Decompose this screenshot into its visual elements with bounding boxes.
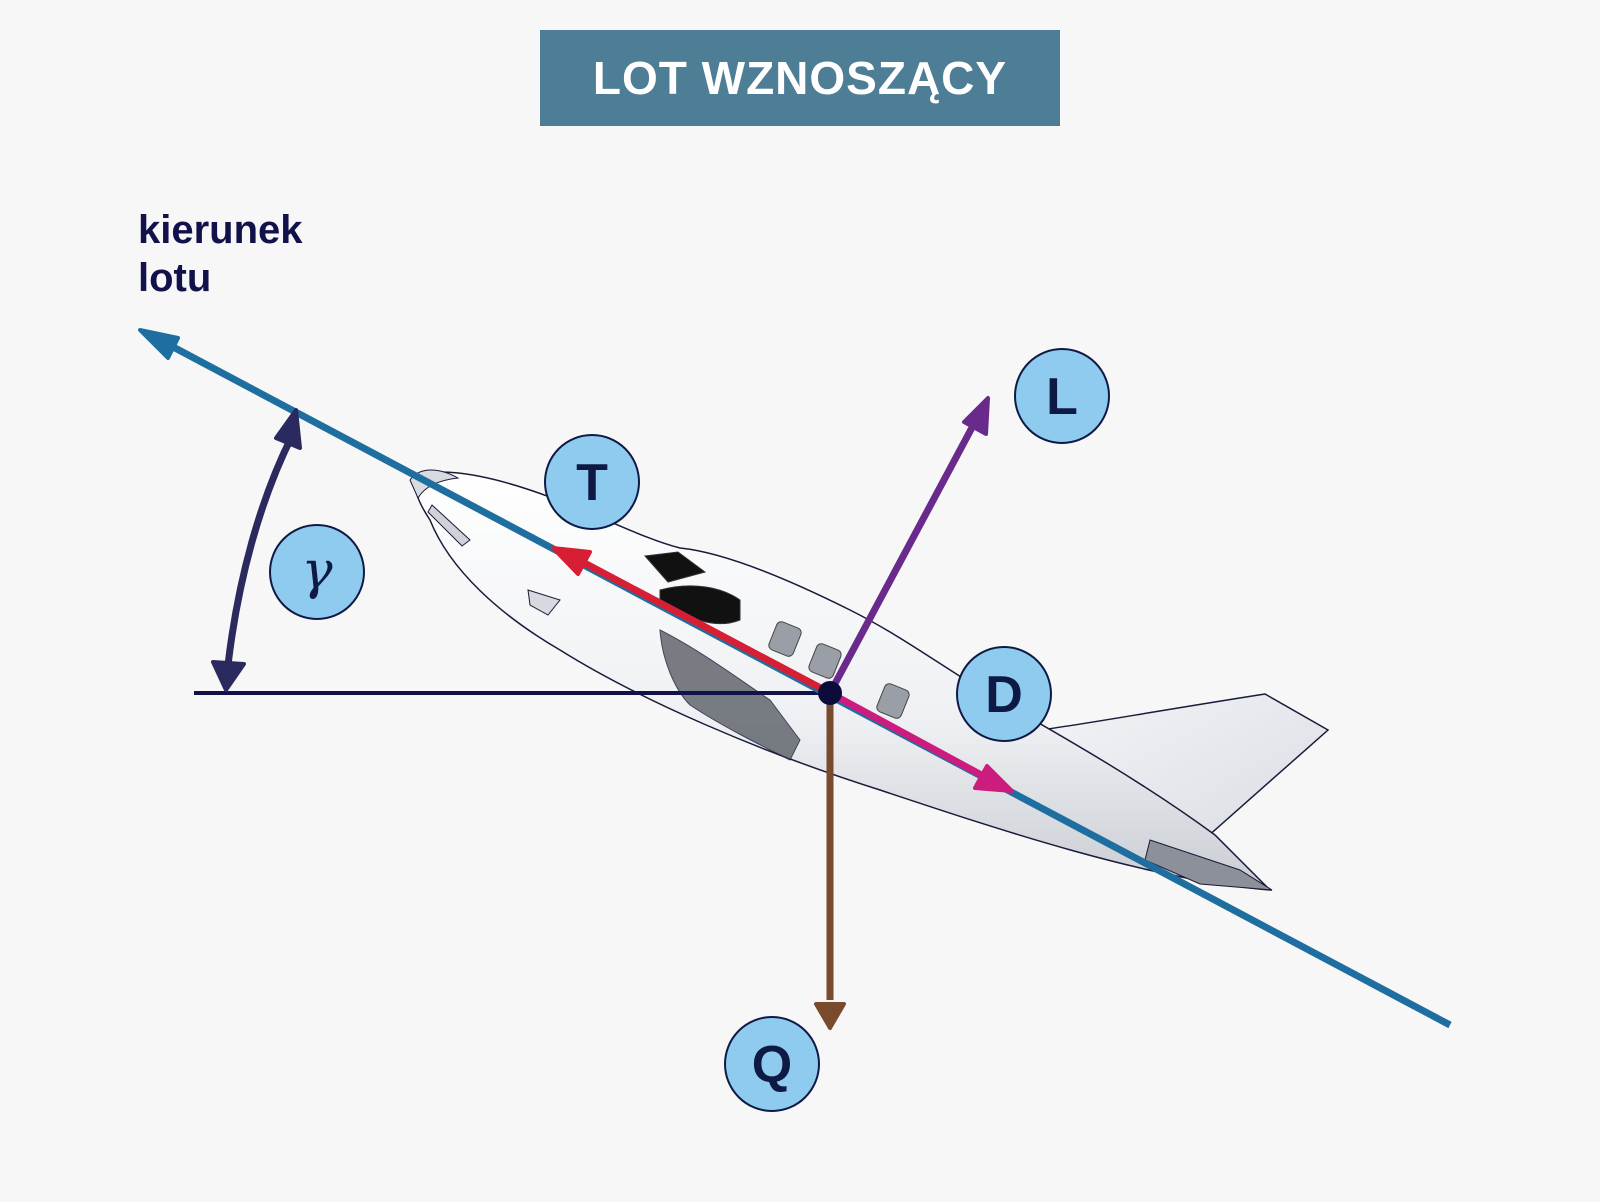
airplane-engine-nozzle — [1144, 839, 1273, 891]
badge-angle: γ — [269, 524, 365, 620]
angle-arc — [224, 434, 296, 666]
drag-arrowhead — [973, 764, 1014, 793]
badge-thrust: T — [544, 434, 640, 530]
badge-drag-label: D — [985, 666, 1023, 724]
badge-lift-label: L — [1046, 368, 1078, 426]
cockpit-window-upper — [643, 551, 707, 583]
lift-vector — [826, 420, 979, 695]
angle-arc-arrowhead-top — [274, 408, 302, 450]
flight-path-arrowhead — [138, 328, 180, 360]
title-banner: LOT WZNOSZĄCY — [540, 30, 1060, 126]
cabin-window-3 — [876, 683, 910, 719]
airplane-probe — [427, 504, 471, 547]
badge-lift: L — [1014, 348, 1110, 444]
badge-thrust-label: T — [576, 454, 608, 512]
flight-direction-label-line-2: lotu — [138, 256, 212, 300]
badge-weight: Q — [724, 1016, 820, 1112]
airplane — [409, 469, 1330, 891]
airplane-fuselage — [413, 471, 1272, 891]
diagram-title: LOT WZNOSZĄCY — [592, 52, 1008, 104]
flight-direction-label-line-1: kierunek — [138, 208, 303, 252]
drag-vector — [828, 689, 987, 781]
flight-direction-label: kierunek lotu — [138, 206, 303, 302]
airplane-ventral-fin — [527, 589, 561, 616]
thrust-arrowhead — [551, 546, 592, 576]
airplane-tail-fin — [1038, 693, 1330, 851]
cabin-window-1 — [768, 621, 802, 657]
badge-weight-label: Q — [752, 1036, 792, 1094]
cabin-window-2 — [808, 643, 842, 679]
angle-arc-arrowhead-bottom — [211, 660, 246, 692]
lift-arrowhead — [962, 396, 990, 436]
thrust-vector — [573, 554, 832, 697]
weight-arrowhead — [814, 1002, 846, 1030]
badge-drag: D — [956, 646, 1052, 742]
angle-symbol: γ — [301, 541, 333, 601]
center-of-gravity-point — [818, 681, 842, 705]
